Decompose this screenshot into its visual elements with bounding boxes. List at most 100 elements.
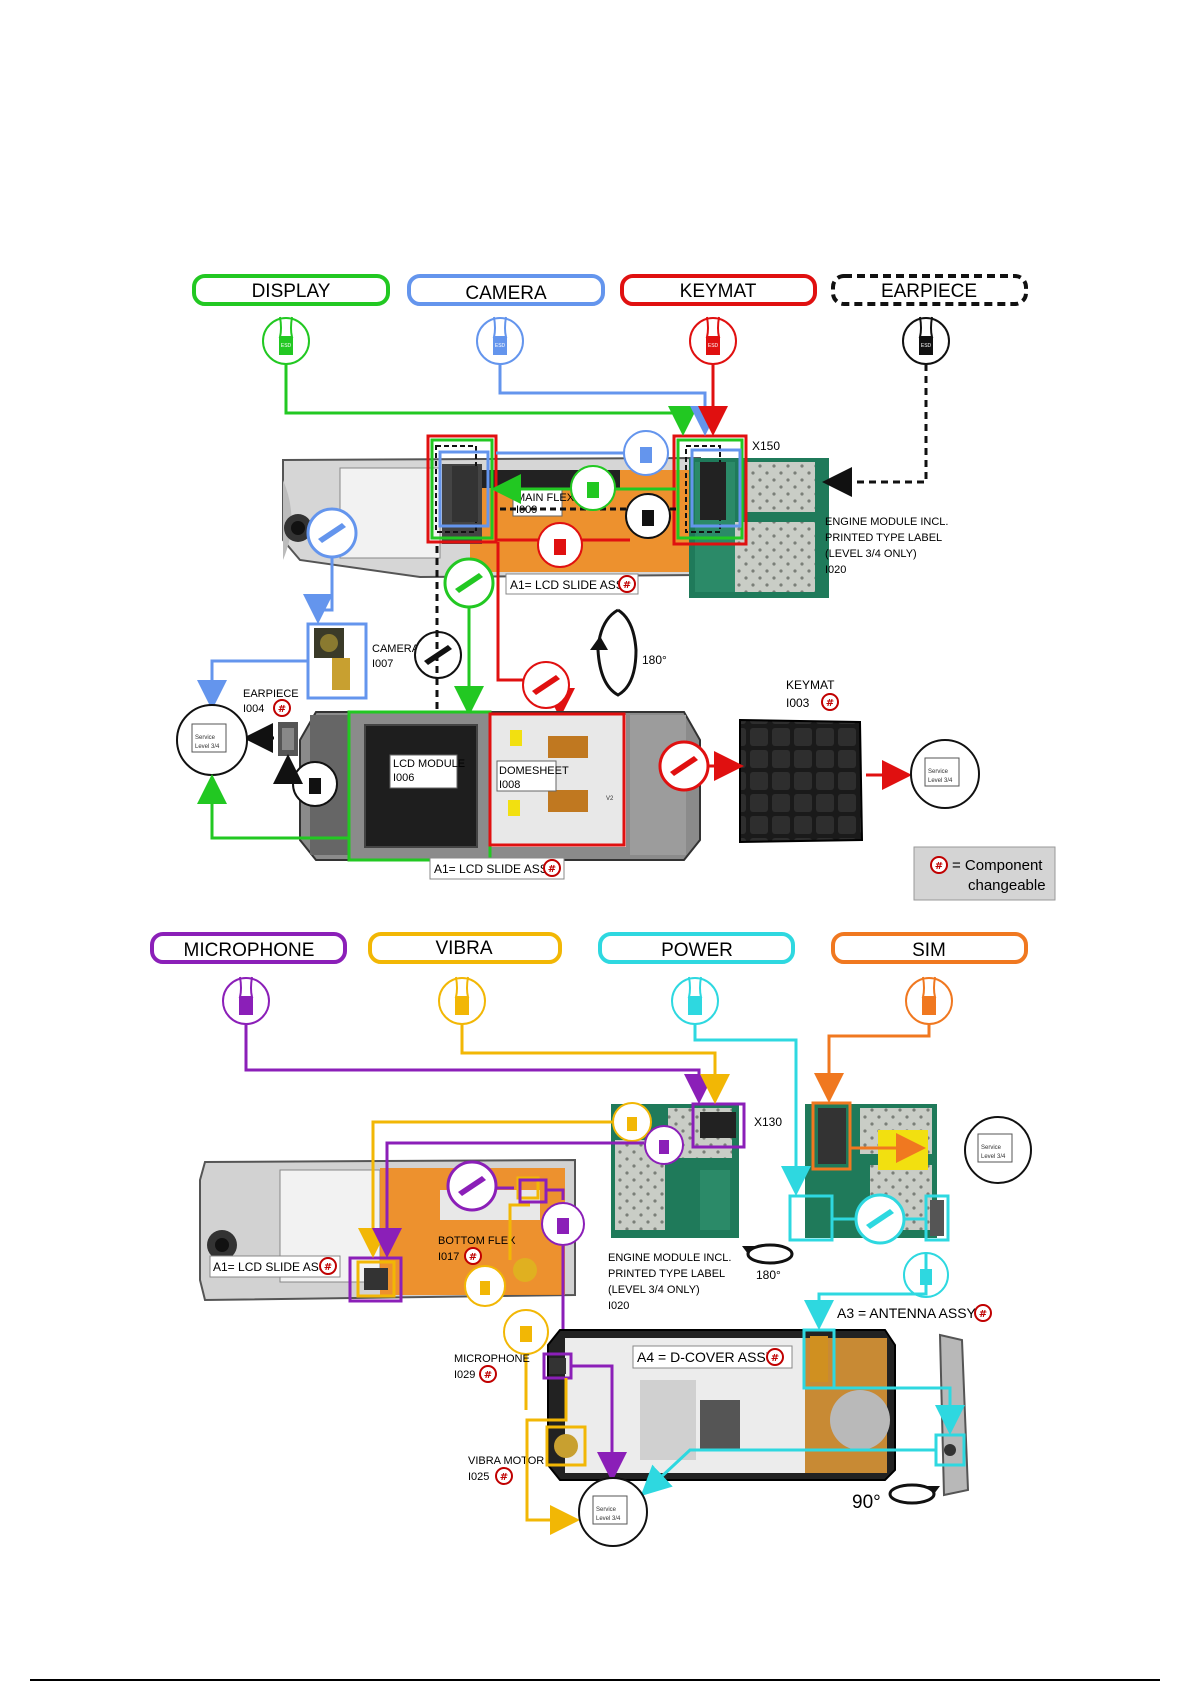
engine-module-label-bottom: ENGINE MODULE INCL. PRINTED TYPE LABEL (…: [608, 1252, 731, 1312]
svg-text:PRINTED TYPE LABEL: PRINTED TYPE LABEL: [825, 532, 942, 544]
svg-text:Level 3/4: Level 3/4: [195, 744, 220, 750]
svg-text:I025: I025: [468, 1471, 489, 1483]
x130-connector: [700, 1112, 736, 1138]
svg-text:Level 3/4: Level 3/4: [596, 1516, 621, 1522]
svg-text:(LEVEL 3/4 ONLY): (LEVEL 3/4 ONLY): [608, 1284, 700, 1296]
esd-strap-icon: [537, 522, 583, 568]
svg-text:Service: Service: [596, 1507, 617, 1513]
header-display: DISPLAY: [192, 274, 390, 306]
svg-text:#: #: [278, 704, 286, 715]
header-keymat-label: KEYMAT: [680, 281, 757, 302]
header-microphone: MICROPHONE: [150, 932, 347, 964]
svg-text:VIBRA MOTOR: VIBRA MOTOR: [468, 1455, 544, 1467]
x150-connector-box-green: [676, 438, 744, 540]
svg-text:#: #: [324, 1262, 332, 1273]
header-camera-label: CAMERA: [465, 283, 547, 304]
service-icon: Service Level 3/4: [578, 1477, 648, 1547]
svg-text:ENGINE MODULE INCL.: ENGINE MODULE INCL.: [608, 1252, 731, 1264]
earpiece-component: [278, 722, 298, 756]
rotate-180-icon: [590, 608, 638, 697]
svg-text:I003: I003: [786, 696, 810, 710]
tool-icon: [443, 557, 495, 609]
bottom-flex-label: BOTTOM FLEX I017 #: [438, 1235, 516, 1265]
svg-text:Level 3/4: Level 3/4: [928, 778, 953, 784]
header-camera: CAMERA: [407, 274, 605, 306]
svg-text:I020: I020: [608, 1300, 629, 1312]
svg-text:Service: Service: [195, 735, 216, 741]
vibra-motor-box: [545, 1425, 587, 1467]
svg-text:I009: I009: [516, 504, 537, 516]
esd-strap-icon: [464, 1265, 506, 1307]
svg-text:I008: I008: [499, 779, 520, 791]
svg-text:#: #: [484, 1370, 492, 1381]
esd-strap-icon: [905, 976, 953, 1025]
svg-text:I006: I006: [393, 772, 414, 784]
flex-top-box-yellow: [516, 1176, 540, 1200]
svg-text:LCD MODULE: LCD MODULE: [393, 758, 465, 770]
x150-connector: [700, 462, 726, 520]
svg-text:#: #: [935, 861, 943, 872]
main-flex-label: MAIN FLEX I009: [512, 488, 575, 517]
svg-text:PRINTED TYPE LABEL: PRINTED TYPE LABEL: [608, 1268, 725, 1280]
earpiece-part-label: EARPIECE I004 #: [243, 688, 299, 717]
antenna-assy-label: A3 = ANTENNA ASSY #: [837, 1304, 992, 1322]
service-icon: Service Level 3/4: [964, 1116, 1032, 1184]
svg-text:#: #: [500, 1472, 508, 1483]
header-earpiece: EARPIECE: [831, 274, 1028, 306]
esd-strap-icon: ESD: [689, 316, 737, 365]
rotate-180-label: 180°: [642, 653, 667, 667]
esd-strap-icon: [671, 976, 719, 1025]
svg-text:ESD: ESD: [921, 343, 932, 349]
dcover-assy-label: A4 = D-COVER ASSY #: [632, 1345, 793, 1369]
esd-strap-icon: ESD: [262, 316, 310, 365]
camera-part-label: CAMERA I007: [372, 643, 420, 670]
esd-strap-icon: ESD: [902, 316, 950, 365]
esd-strap-icon: [644, 1125, 684, 1165]
esd-strap-icon: [612, 1102, 652, 1142]
x130-label: X130: [754, 1115, 782, 1129]
rotate-180-label-bottom: 180°: [756, 1268, 781, 1282]
x150-connector-box-blue: [690, 448, 742, 528]
tool-icon: [658, 740, 710, 792]
display-connector: [452, 466, 478, 522]
service-icon: Service Level 3/4: [176, 704, 248, 776]
lcd-slide-assy-label-lower: A1= LCD SLIDE ASSY #: [209, 1255, 341, 1278]
x150-label: X150: [752, 439, 780, 453]
svg-text:MAIN FLEX: MAIN FLEX: [516, 492, 575, 504]
svg-text:(LEVEL 3/4 ONLY): (LEVEL 3/4 ONLY): [825, 548, 917, 560]
svg-text:A4 = D-COVER ASSY: A4 = D-COVER ASSY: [637, 1349, 776, 1365]
tool-icon: [306, 507, 358, 559]
esd-strap-icon: [222, 976, 270, 1025]
domesheet: DOMESHEET I008 V2: [488, 712, 626, 847]
keymat-photo: [739, 718, 864, 844]
sim-connector-box: [811, 1101, 852, 1171]
header-sim-label: SIM: [912, 940, 946, 961]
svg-text:ESD: ESD: [495, 343, 506, 349]
esd-strap-icon: [503, 1309, 549, 1355]
svg-text:I004: I004: [243, 703, 264, 715]
svg-text:I017: I017: [438, 1251, 459, 1263]
vibra-motor-part-label: VIBRA MOTOR I025 #: [468, 1455, 544, 1485]
engine-module-label: ENGINE MODULE INCL. PRINTED TYPE LABEL (…: [825, 516, 948, 576]
svg-text:CAMERA: CAMERA: [372, 643, 420, 655]
antenna-connector-box: [802, 1328, 836, 1390]
svg-text:#: #: [826, 698, 834, 709]
svg-text:DOMESHEET: DOMESHEET: [499, 765, 569, 777]
svg-text:V2: V2: [606, 796, 614, 802]
header-earpiece-label: EARPIECE: [881, 281, 977, 302]
svg-text:#: #: [979, 1309, 987, 1320]
service-icon: Service Level 3/4: [910, 739, 980, 809]
svg-text:Service: Service: [981, 1145, 1002, 1151]
microphone-part-label: MICROPHONE I029 #: [454, 1353, 530, 1383]
svg-text:KEYMAT: KEYMAT: [786, 678, 835, 692]
svg-text:A3 = ANTENNA ASSY: A3 = ANTENNA ASSY: [837, 1305, 977, 1321]
svg-text:Level 3/4: Level 3/4: [981, 1154, 1006, 1160]
mic-connector: [549, 1358, 566, 1374]
svg-text:#: #: [548, 864, 556, 875]
keymat-part-label: KEYMAT I003 #: [786, 678, 839, 711]
esd-strap-icon: [541, 1202, 585, 1246]
header-power-label: POWER: [661, 940, 733, 961]
tool-icon: [854, 1193, 906, 1245]
svg-text:MICROPHONE: MICROPHONE: [454, 1353, 530, 1365]
